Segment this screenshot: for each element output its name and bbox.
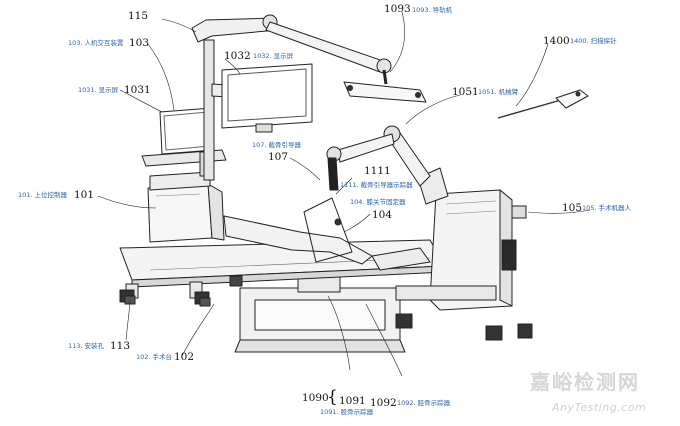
label-1051-caption: 1051. 机械臂: [478, 88, 519, 96]
label-1031-number: 1031: [124, 84, 151, 96]
surgical-robot-cart: [395, 189, 527, 311]
label-113-number: 113: [110, 340, 131, 352]
label-105-number: 105: [562, 202, 583, 214]
label-113-caption: 113. 安装孔: [68, 342, 105, 350]
label-1090-brace: {: [327, 387, 338, 407]
navigation-camera-arm: [191, 14, 427, 103]
scanning-probe: [497, 89, 589, 119]
robot-caster-wheels: [395, 313, 533, 341]
label-103-number: 103: [129, 37, 150, 49]
label-1111-number: 1111: [364, 165, 391, 177]
watermark-cn: 嘉峪检测网: [530, 370, 640, 394]
label-1032-caption: 1032. 显示屏: [253, 52, 294, 60]
upper-controller-cart: [147, 171, 225, 243]
label-105-caption: 105. 手术机器人: [582, 204, 632, 212]
label-1031-caption: 1031. 显示屏: [78, 86, 119, 94]
label-107-caption: 107. 截骨引导器: [252, 141, 302, 149]
label-1091-number: 1091: [339, 395, 366, 407]
label-101-caption: 101. 上位控制器: [18, 191, 68, 199]
main-display-monitor: [203, 39, 313, 181]
label-1091-caption: 1091. 股骨示踪器: [320, 408, 374, 416]
patient-leg-and-knee-fixture: [223, 197, 431, 271]
label-1032-number: 1032: [224, 50, 251, 62]
robot-arm: [326, 125, 449, 205]
label-103-caption: 103. 人机交互装置: [68, 39, 124, 47]
label-1051-number: 1051: [452, 86, 479, 98]
label-1092-caption: 1092. 胫骨示踪器: [397, 399, 451, 407]
surgical-table-base: [234, 269, 406, 353]
label-1093-number: 1093: [384, 3, 411, 15]
label-104-number: 104: [372, 209, 393, 221]
label-102-caption: 102. 手术台: [136, 353, 173, 361]
label-101-number: 101: [74, 189, 95, 201]
label-1093-caption: 1093. 导轨机: [412, 6, 453, 14]
callout-leader-lines: [97, 11, 591, 377]
label-115-number: 115: [128, 10, 149, 22]
label-1092-number: 1092: [370, 397, 397, 409]
label-107-number: 107: [268, 151, 289, 163]
label-1400-number: 1400: [543, 35, 570, 47]
label-102-number: 102: [174, 351, 195, 363]
watermark-en: AnyTesting.com: [552, 401, 647, 414]
label-104-caption: 104. 膝关节固定器: [350, 198, 406, 206]
label-1090-number: 1090: [302, 392, 329, 404]
label-1111-caption: 1111. 截骨引导器示踪器: [340, 181, 413, 189]
label-1400-caption: 1400. 扫描探针: [570, 37, 617, 45]
